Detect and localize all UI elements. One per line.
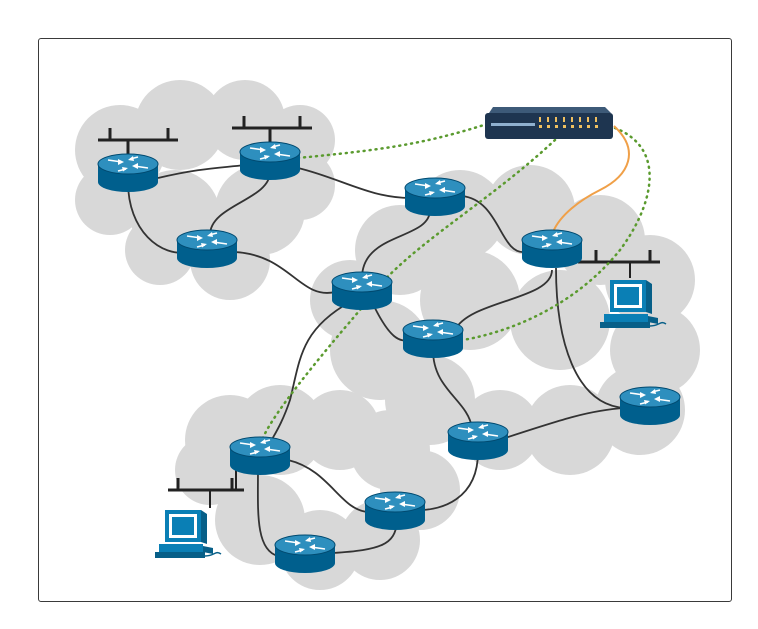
link-router-a-router-b	[157, 164, 246, 179]
router-i-icon	[229, 436, 291, 475]
router-a-icon	[97, 153, 159, 192]
link-router-b-router-d	[297, 167, 411, 199]
workstation-right-icon	[600, 280, 667, 328]
link-router-i-router-l	[256, 467, 279, 557]
link-switch-device-router-f	[552, 125, 630, 233]
link-router-d-router-e	[361, 209, 431, 279]
bus-segment-top-center	[232, 116, 312, 146]
network-clouds	[75, 80, 700, 590]
link-switch-device-router-g	[461, 126, 651, 342]
link-router-g-router-j	[432, 349, 473, 429]
cloud-top-left	[75, 80, 335, 300]
router-e-icon	[331, 271, 393, 310]
workstation-left-icon	[155, 510, 222, 558]
router-g-icon	[402, 319, 464, 358]
link-router-i-router-k	[287, 459, 369, 513]
network-buses	[98, 116, 660, 508]
router-d-icon	[404, 177, 466, 216]
router-k-icon	[364, 491, 426, 530]
link-router-j-router-h	[504, 407, 626, 439]
link-router-e-router-i	[267, 301, 351, 449]
router-j-icon	[447, 421, 509, 460]
link-router-c-router-e	[234, 251, 336, 294]
link-router-f-router-g	[454, 269, 553, 331]
router-f-icon	[521, 229, 583, 268]
router-c-icon	[176, 229, 238, 268]
router-b-icon	[239, 141, 301, 180]
link-router-f-router-h	[555, 267, 626, 409]
router-l-icon	[274, 534, 336, 573]
bus-segment-bottom-left	[168, 478, 244, 492]
network-nodes	[97, 107, 681, 573]
bus-segment-right	[578, 250, 660, 264]
link-router-j-router-k	[419, 451, 479, 511]
switch-device-icon	[485, 107, 613, 139]
link-router-b-router-c	[209, 171, 271, 236]
link-router-d-router-f	[461, 195, 526, 253]
router-h-icon	[619, 386, 681, 425]
